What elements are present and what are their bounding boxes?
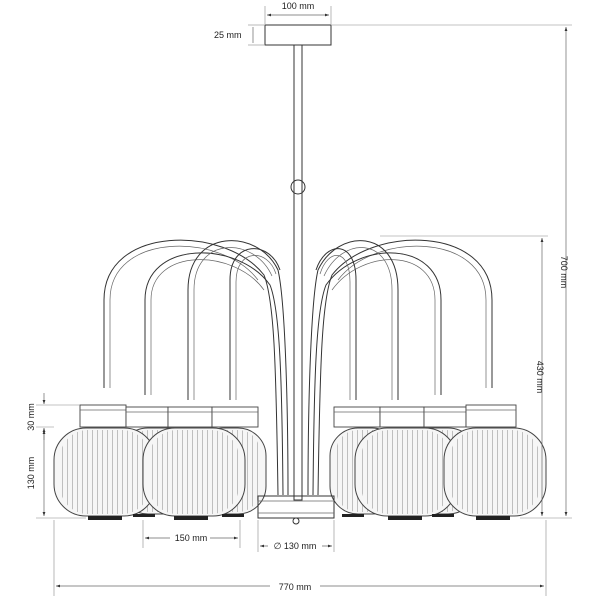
hub-diameter-label: ∅ 130 mm [274,541,317,551]
canopy-height-dimension: 25 mm [214,24,264,46]
canopy-width-label: 100 mm [282,1,315,11]
total-height-dimension: 700 mm [332,24,572,519]
shade-caps [79,404,517,428]
lamp-shade [142,427,246,517]
total-width-dimension: 770 mm [53,520,547,596]
shade-width-label: 150 mm [175,533,208,543]
lamp-shade [443,427,547,517]
hub-diameter-dimension: ∅ 130 mm [257,520,335,552]
lamp-shade [53,427,157,517]
canopy-width-dimension: 100 mm [264,1,332,24]
shade-width-dimension: 150 mm [142,520,241,548]
shade-height-label: 130 mm [26,457,36,490]
lamp-shade [354,427,458,517]
rod-ball-joint [290,179,306,195]
central-rod [290,44,306,501]
body-height-label: 430 mm [535,361,545,394]
total-height-label: 700 mm [559,256,569,289]
ceiling-canopy [264,24,332,46]
body-height-dimension: 430 mm [380,235,548,516]
left-arms [103,239,289,496]
lamp-shades [53,427,547,520]
right-arms [307,239,493,496]
total-width-label: 770 mm [279,582,312,592]
cap-height-label: 30 mm [26,403,36,431]
shade-height-dimension: 130 mm [26,430,86,519]
central-hub [257,495,335,525]
canopy-height-label: 25 mm [214,30,242,40]
